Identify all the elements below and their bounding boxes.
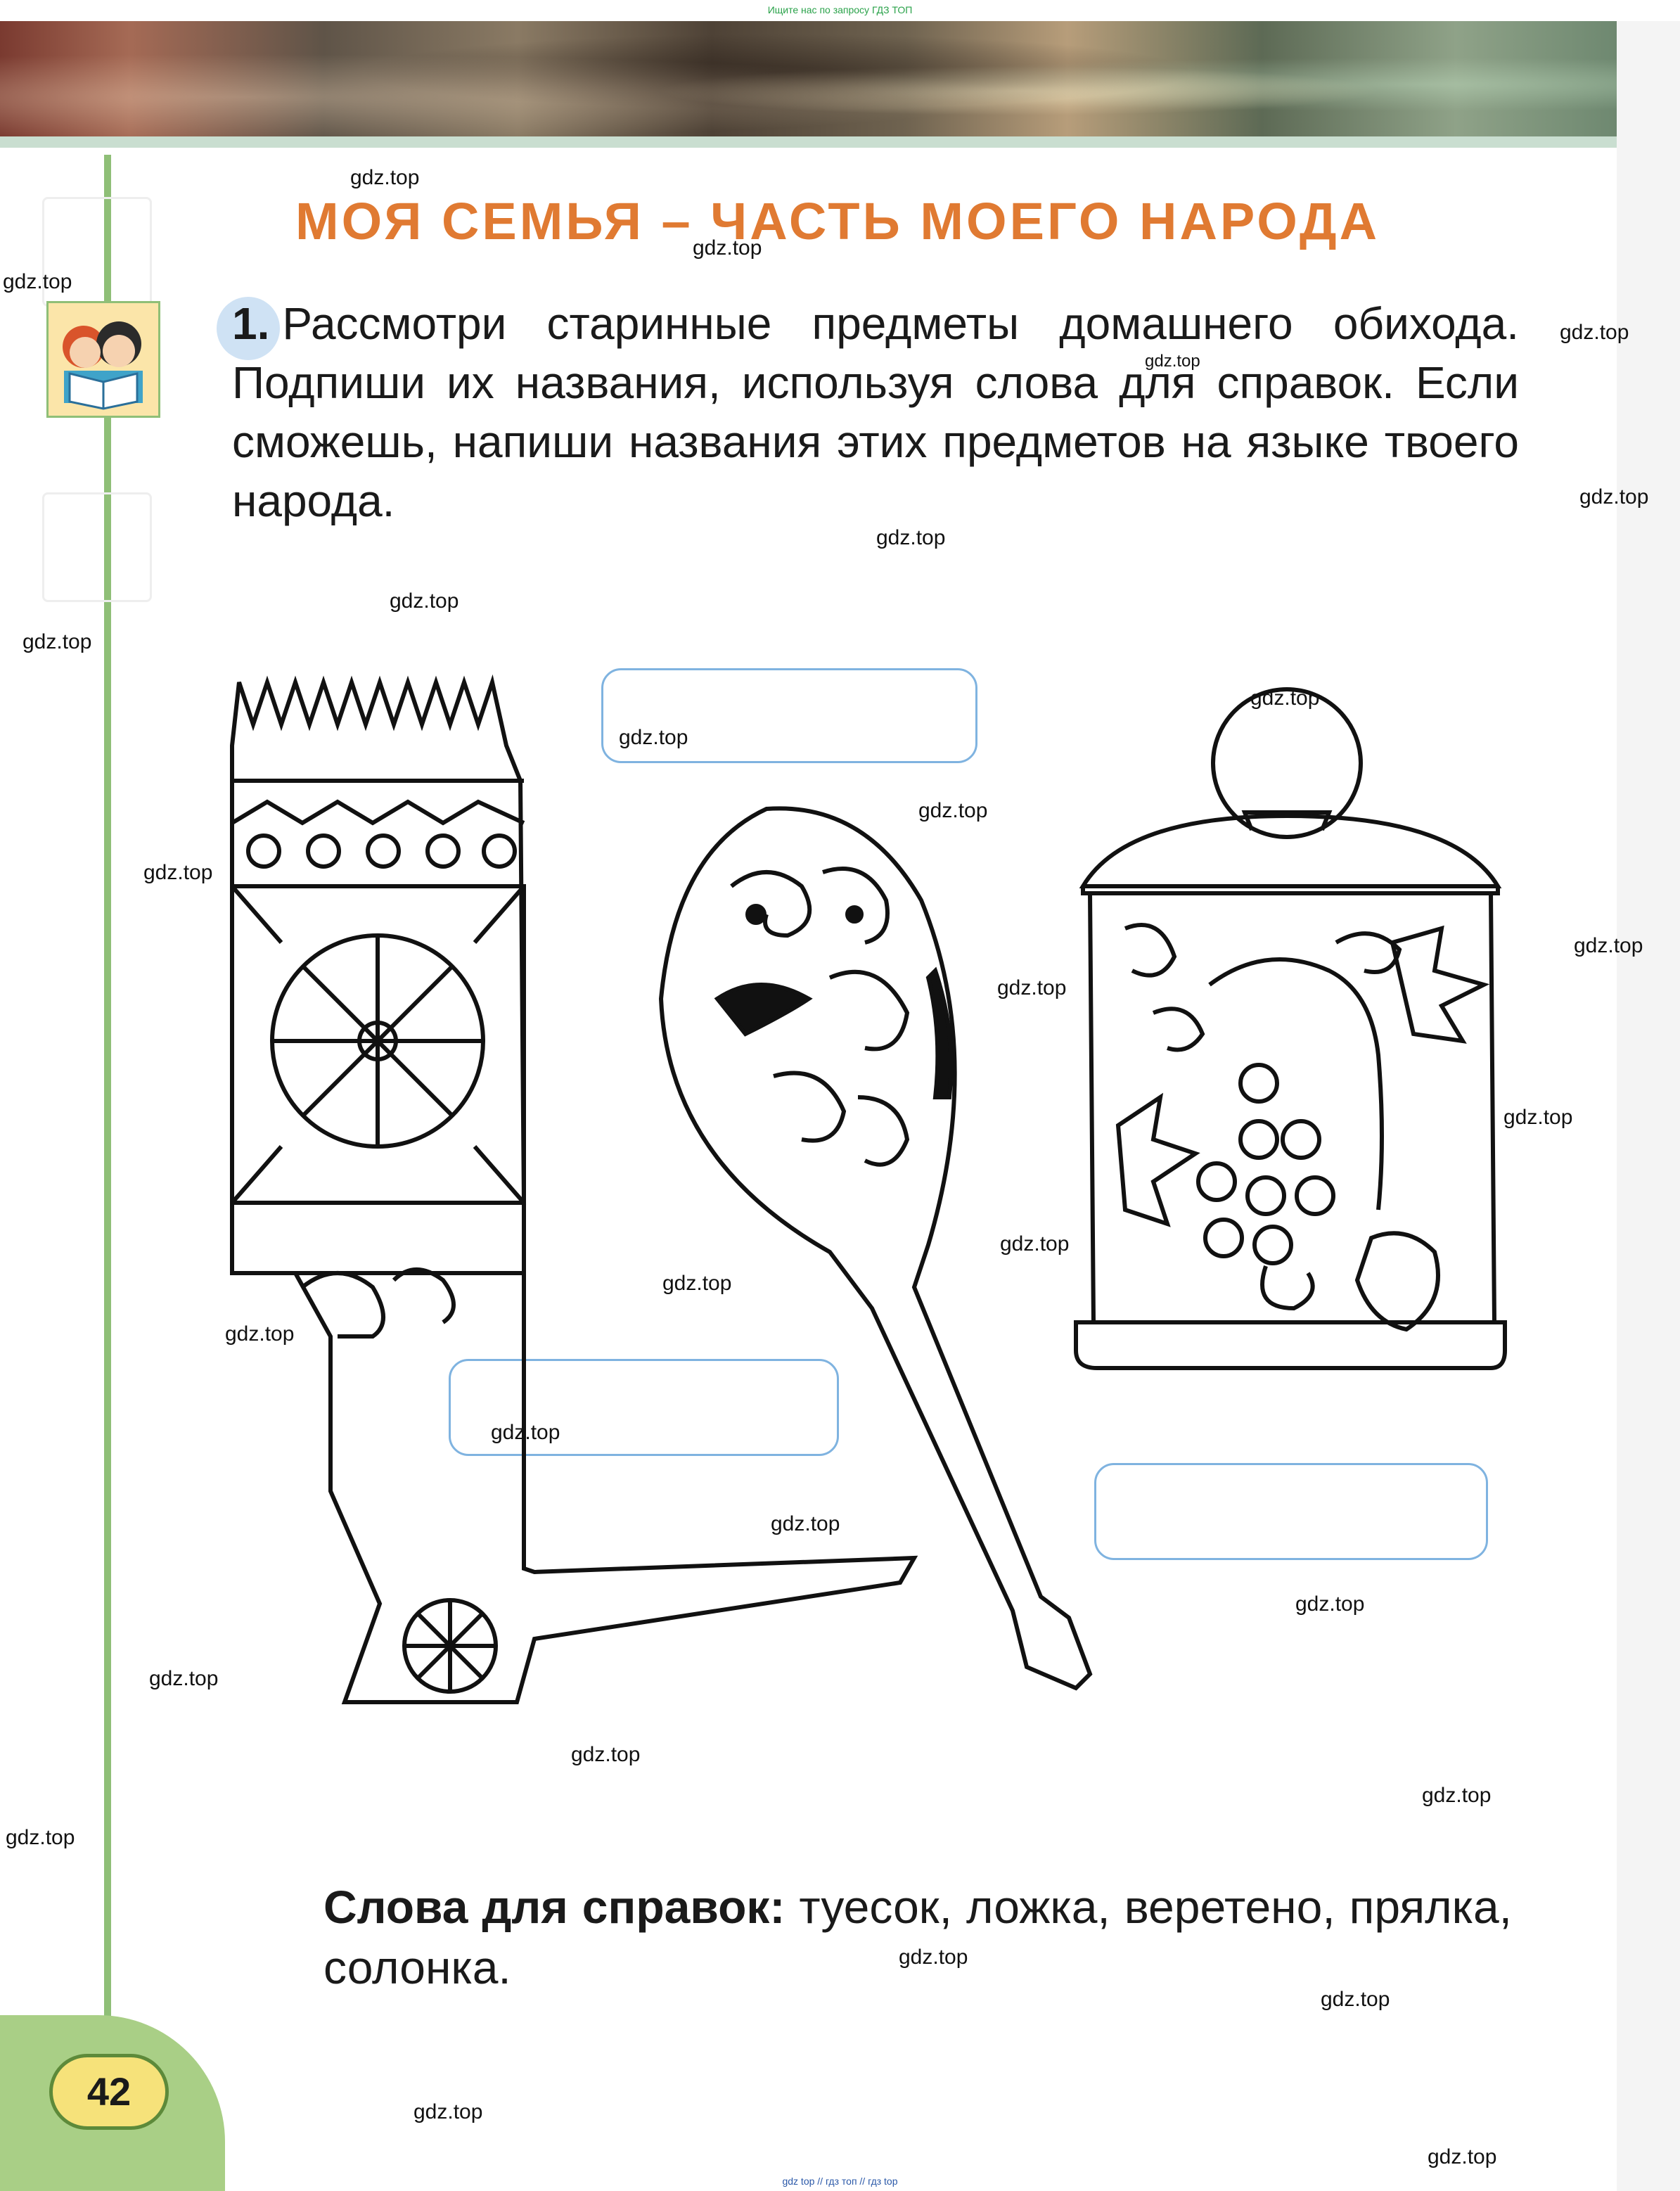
watermark: gdz.top: [997, 976, 1067, 999]
watermark: gdz.top: [1321, 1988, 1390, 2011]
watermark: gdz.top: [23, 630, 92, 653]
watermark: gdz.top: [1145, 352, 1200, 371]
spoon-illustration: [658, 806, 1093, 1691]
watermark: gdz.top: [693, 236, 762, 260]
watermark: gdz.top: [619, 726, 688, 749]
watermark: gdz.top: [662, 1272, 732, 1295]
watermark: gdz.top: [1250, 686, 1320, 710]
watermark: gdz.top: [571, 1743, 641, 1766]
watermark: gdz.top: [6, 1826, 75, 1849]
watermark: gdz.top: [1560, 321, 1629, 344]
reference-words-label: Слова для справок:: [323, 1881, 786, 1933]
page-number: 42: [49, 2054, 169, 2130]
watermark: gdz.top: [1295, 1592, 1365, 1616]
watermark: gdz.top: [1574, 934, 1643, 957]
reading-children-icon: [46, 301, 160, 418]
watermark: gdz.top: [899, 1946, 968, 1969]
task-text: Рассмотри старинные предметы домашнего о…: [232, 298, 1519, 526]
watermark: gdz.top: [491, 1421, 560, 1444]
watermark: gdz.top: [1000, 1232, 1070, 1256]
watermark: gdz.top: [771, 1512, 840, 1535]
watermark: gdz.top: [350, 166, 420, 189]
watermark: gdz.top: [1579, 485, 1649, 509]
answer-box-spinning-wheel[interactable]: [449, 1359, 839, 1456]
reference-words: Слова для справок: туесок, ложка, верете…: [323, 1877, 1512, 1998]
watermark: gdz.top: [3, 270, 72, 293]
watermark: gdz.top: [1428, 2145, 1497, 2168]
box-illustration: [1074, 687, 1507, 1370]
page-title: МОЯ СЕМЬЯ – ЧАСТЬ МОЕГО НАРОДА: [295, 192, 1380, 250]
margin-line: [104, 155, 111, 2029]
watermark: gdz.top: [1422, 1784, 1492, 1807]
watermark: gdz.top: [413, 2100, 483, 2123]
watermark: gdz.top: [918, 799, 988, 822]
page-edge: [1617, 21, 1680, 2191]
watermark: gdz.top: [143, 861, 213, 884]
watermark: gdz.top: [225, 1322, 295, 1346]
watermark: gdz.top: [1503, 1106, 1573, 1129]
watermark: gdz.top: [149, 1667, 219, 1690]
header-photo-banner: [0, 21, 1617, 148]
top-note: Ищите нас по запросу ГДЗ ТОП: [767, 4, 913, 15]
watermark: gdz.top: [390, 589, 459, 613]
answer-box-spoon[interactable]: [601, 668, 977, 763]
watermark: gdz.top: [876, 526, 946, 549]
reference-words-list: туесок, ложка, веретено, прялка, солонка…: [323, 1881, 1512, 1993]
spinning-wheel-illustration: [230, 674, 918, 1704]
answer-box-box[interactable]: [1094, 1463, 1488, 1560]
task-1: 1.Рассмотри старинные предметы домашнего…: [216, 294, 1519, 530]
bottom-note: gdz top // гдз топ // гдз top: [782, 2176, 898, 2187]
